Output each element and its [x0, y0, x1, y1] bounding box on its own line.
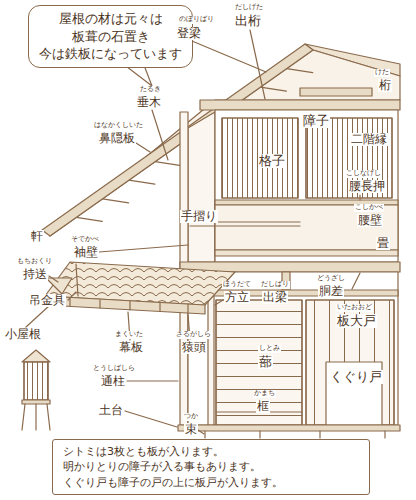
part-label: 框 — [256, 400, 270, 413]
part-label: 障子 — [302, 114, 330, 128]
part-label: 垂木 — [136, 96, 162, 109]
reading-label: はなかくしいた — [93, 122, 144, 130]
reading-label: どうざし — [316, 275, 346, 283]
part-label: 持送 — [22, 268, 48, 281]
reading-label: とうしばしら — [92, 365, 136, 373]
part-label: 桁 — [378, 79, 392, 92]
reading-label: のぼりばり — [178, 16, 215, 24]
reading-label: さるがしら — [175, 331, 212, 339]
part-label: 鼻隠板 — [98, 132, 136, 145]
reading-label: だしばり — [260, 281, 290, 289]
part-label: 出桁 — [234, 14, 262, 28]
note-text: 屋根の材は元々は 板葺の石置き 今は鉄板になっています — [35, 10, 186, 63]
part-label: 袖壁 — [73, 246, 99, 259]
reading-label: こしかべ — [354, 204, 384, 212]
note-text: シトミは3枚とも板が入ります。 明かりとりの障子が入る事もあります。 くぐり戸も… — [63, 444, 359, 490]
reading-label: かまち — [253, 390, 276, 398]
reading-label: だしげた — [234, 4, 264, 12]
reading-label: そでかべ — [70, 236, 100, 244]
part-label: 小屋根 — [4, 328, 42, 341]
part-label: 猿頭 — [181, 341, 207, 354]
reading-label: ほうだて — [222, 281, 252, 289]
reading-label: たるき — [139, 86, 162, 94]
part-label: 通柱 — [100, 375, 126, 388]
reading-label: いたおおど — [336, 304, 373, 312]
part-label: 手摺り — [180, 210, 218, 223]
part-label: 出梁 — [262, 291, 288, 304]
reading-label: もちおくり — [16, 258, 53, 266]
part-label: 軒 — [30, 230, 44, 243]
reading-label: しとみ — [258, 345, 281, 353]
part-label: 登梁 — [176, 27, 202, 40]
part-label: 幕板 — [118, 341, 144, 354]
part-label: 方立 — [224, 291, 250, 304]
part-label: 土台 — [98, 404, 124, 417]
reading-label: まくいた — [114, 331, 144, 339]
part-label: 腰壁 — [357, 214, 383, 227]
part-label: 束 — [184, 423, 198, 436]
part-label: 格子 — [258, 154, 286, 168]
reading-label: こしなげし — [345, 170, 382, 178]
reading-label: つか — [183, 413, 199, 421]
part-label: 蔀 — [258, 355, 273, 369]
part-label: 二階縁 — [350, 133, 388, 146]
part-label: 胴差 — [318, 285, 344, 298]
reading-label: けた — [374, 69, 390, 77]
part-label: くぐり戸 — [329, 370, 383, 384]
note-box: シトミは3枚とも板が入ります。 明かりとりの障子が入る事もあります。 くぐり戸も… — [52, 439, 370, 495]
part-label: 吊金具 — [28, 294, 66, 307]
part-label: 板大戸 — [336, 314, 377, 328]
part-label: 腰長押 — [348, 180, 386, 193]
note-box: 屋根の材は元々は 板葺の石置き 今は鉄板になっています — [28, 5, 193, 68]
part-label: 畳 — [376, 237, 390, 250]
